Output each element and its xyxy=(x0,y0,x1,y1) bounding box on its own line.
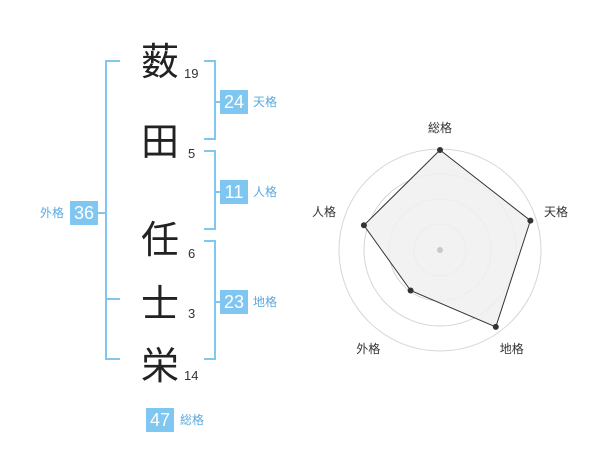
chikaku-bracket-vertical xyxy=(214,240,216,360)
stroke-count-5: 14 xyxy=(184,368,199,383)
name-char-2: 田 xyxy=(140,120,179,164)
chikaku-bracket-top xyxy=(204,240,216,242)
stroke-count-3: 6 xyxy=(188,246,196,261)
chikaku-value-badge: 23 xyxy=(220,290,248,314)
gaikaku-connector xyxy=(97,212,105,214)
chikaku-label: 地格 xyxy=(253,295,278,309)
chikaku-connector xyxy=(214,301,220,303)
gaikaku-value-badge: 36 xyxy=(70,201,98,225)
jinkaku-value-badge: 11 xyxy=(220,180,248,204)
radar-axis-label-1: 総格 xyxy=(427,121,452,135)
radar-point-1 xyxy=(437,147,443,153)
tenkaku-value-badge: 24 xyxy=(220,90,248,114)
tenkaku-bracket-top xyxy=(204,60,216,62)
radar-axis-label-5: 人格 xyxy=(311,205,336,220)
jinkaku-bracket-vertical xyxy=(214,150,216,230)
soukaku-label: 総格 xyxy=(180,413,205,427)
jinkaku-label: 人格 xyxy=(253,185,278,199)
radar-point-2 xyxy=(527,217,534,224)
name-char-4: 士 xyxy=(140,282,179,326)
radar-point-4 xyxy=(407,287,414,294)
radar-axis-label-4: 外格 xyxy=(356,341,381,356)
tenkaku-bracket-vertical xyxy=(214,60,216,140)
stroke-count-4: 3 xyxy=(188,306,196,321)
gaikaku-label: 外格 xyxy=(40,206,65,220)
radar-svg xyxy=(338,147,542,352)
radar-center-dot xyxy=(437,247,443,253)
gaikaku-bracket-mid xyxy=(105,298,120,300)
jinkaku-bracket-top xyxy=(204,150,216,152)
name-char-3: 任 xyxy=(140,218,179,262)
radar-axis-label-3: 地格 xyxy=(499,341,524,356)
chikaku-bracket-bottom xyxy=(204,358,216,360)
stroke-count-1: 19 xyxy=(184,66,199,81)
tenkaku-bracket-bottom xyxy=(204,138,216,140)
tenkaku-label: 天格 xyxy=(253,95,278,109)
gaikaku-bracket-top xyxy=(105,60,120,62)
jinkaku-connector xyxy=(214,191,220,193)
radar-point-3 xyxy=(492,323,499,330)
soukaku-value-badge: 47 xyxy=(146,408,174,432)
radar-data-polygon xyxy=(363,149,531,328)
stroke-count-2: 5 xyxy=(188,146,196,161)
fortune-radar-chart: 総格天格地格 外格 人格 xyxy=(300,100,600,400)
gaikaku-bracket-vertical xyxy=(105,60,107,360)
radar-point-5 xyxy=(360,222,367,229)
name-char-5: 栄 xyxy=(140,344,179,388)
radar-axis-label-2: 天格 xyxy=(544,205,569,220)
gaikaku-bracket-bottom xyxy=(105,358,120,360)
name-char-1: 薮 xyxy=(140,40,179,84)
jinkaku-bracket-bottom xyxy=(204,228,216,230)
tenkaku-connector xyxy=(214,101,220,103)
